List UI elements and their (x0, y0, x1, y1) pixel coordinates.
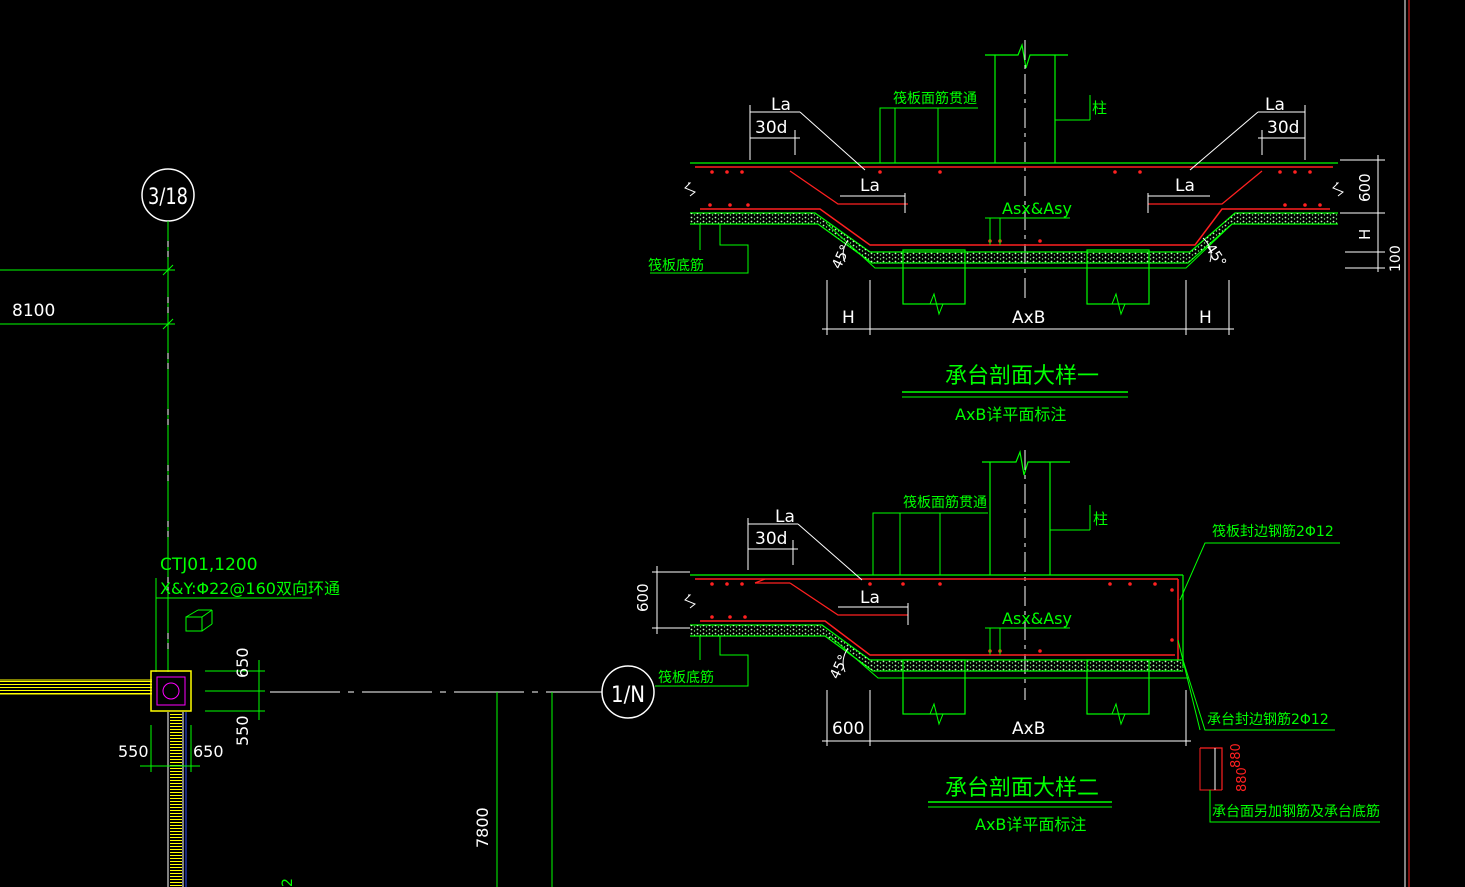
d2-note: 承台面另加钢筋及承台底筋 (1212, 803, 1380, 820)
d2-dim-axb: AxB (1012, 719, 1045, 739)
d2-edge-rebar-top: 筏板封边钢筋2Φ12 (1212, 523, 1334, 540)
d2-angle: 45° (827, 652, 852, 681)
d1-la-inner-right: La (1175, 176, 1195, 196)
d1-subtitle: AxB详平面标注 (955, 405, 1066, 424)
detail-1: La 30d La 30d La La 筏板面筋贯通 柱 Asx&Asy 筏 (648, 40, 1404, 424)
d1-la-left: La (771, 95, 791, 115)
d1-top-rebar: 筏板面筋贯通 (893, 90, 977, 107)
d1-la-inner-left: La (860, 176, 880, 196)
cap-label-1: CTJ01,1200 (160, 555, 258, 575)
dim-650-h: 650 (193, 742, 224, 761)
plan-area: 3/18 8100 CTJ01,1200 X&Y:Φ22@160双向环通 (0, 168, 655, 887)
dim-650-v: 650 (233, 647, 252, 678)
d1-30d-right: 30d (1267, 118, 1299, 138)
d1-dim-axb: AxB (1012, 308, 1045, 328)
d2-column: 柱 (1093, 510, 1108, 528)
d2-asx: Asx&Asy (1002, 609, 1072, 628)
d1-column: 柱 (1092, 99, 1107, 117)
dim-8100: 8100 (12, 301, 55, 321)
edge-mark: 2 (280, 878, 296, 887)
d2-top-rebar: 筏板面筋贯通 (903, 494, 987, 511)
d2-dim-880a: 880 (1229, 743, 1244, 768)
d2-dim-600-h: 600 (832, 719, 864, 739)
cap-label-2: X&Y:Φ22@160双向环通 (160, 579, 340, 598)
dim-7800: 7800 (473, 807, 492, 848)
detail-2: La 30d La 筏板面筋贯通 柱 筏板封边钢筋2Φ12 Asx&Asy 60… (634, 449, 1380, 834)
d2-dim-600-v: 600 (634, 583, 652, 612)
d1-30d-left: 30d (755, 118, 787, 138)
d2-la-inner: La (860, 588, 880, 608)
d1-bottom-rebar: 筏板底筋 (648, 257, 704, 274)
d2-la-top: La (775, 507, 795, 527)
dim-550-h: 550 (118, 742, 149, 761)
d2-bottom-rebar: 筏板底筋 (658, 669, 714, 686)
d2-dim-880b: 880 (1235, 767, 1250, 792)
d1-dim-h-right: H (1199, 308, 1212, 328)
d1-dim-h-left: H (842, 308, 855, 328)
grid-bubble-right[interactable] (601, 665, 655, 719)
d2-subtitle: AxB详平面标注 (975, 815, 1086, 834)
d1-asx: Asx&Asy (1002, 199, 1072, 218)
cap-symbol-icon (185, 609, 213, 632)
grid-bubble-top-label: 3/18 (148, 185, 188, 210)
d1-dim-h-v: H (1356, 229, 1374, 240)
dim-550-v: 550 (233, 715, 252, 746)
d2-30d: 30d (755, 529, 787, 549)
d2-title: 承台剖面大样二 (945, 776, 1099, 801)
d1-title: 承台剖面大样一 (945, 364, 1099, 389)
d1-dim-100: 100 (1388, 245, 1404, 272)
grid-bubble-right-label: 1/N (611, 683, 645, 708)
d2-edge-rebar-bottom: 承台封边钢筋2Φ12 (1207, 711, 1329, 728)
d1-la-right: La (1265, 95, 1285, 115)
d1-dim-600: 600 (1356, 173, 1374, 202)
cap-plan[interactable] (150, 670, 192, 712)
sheet-border (1404, 0, 1410, 887)
